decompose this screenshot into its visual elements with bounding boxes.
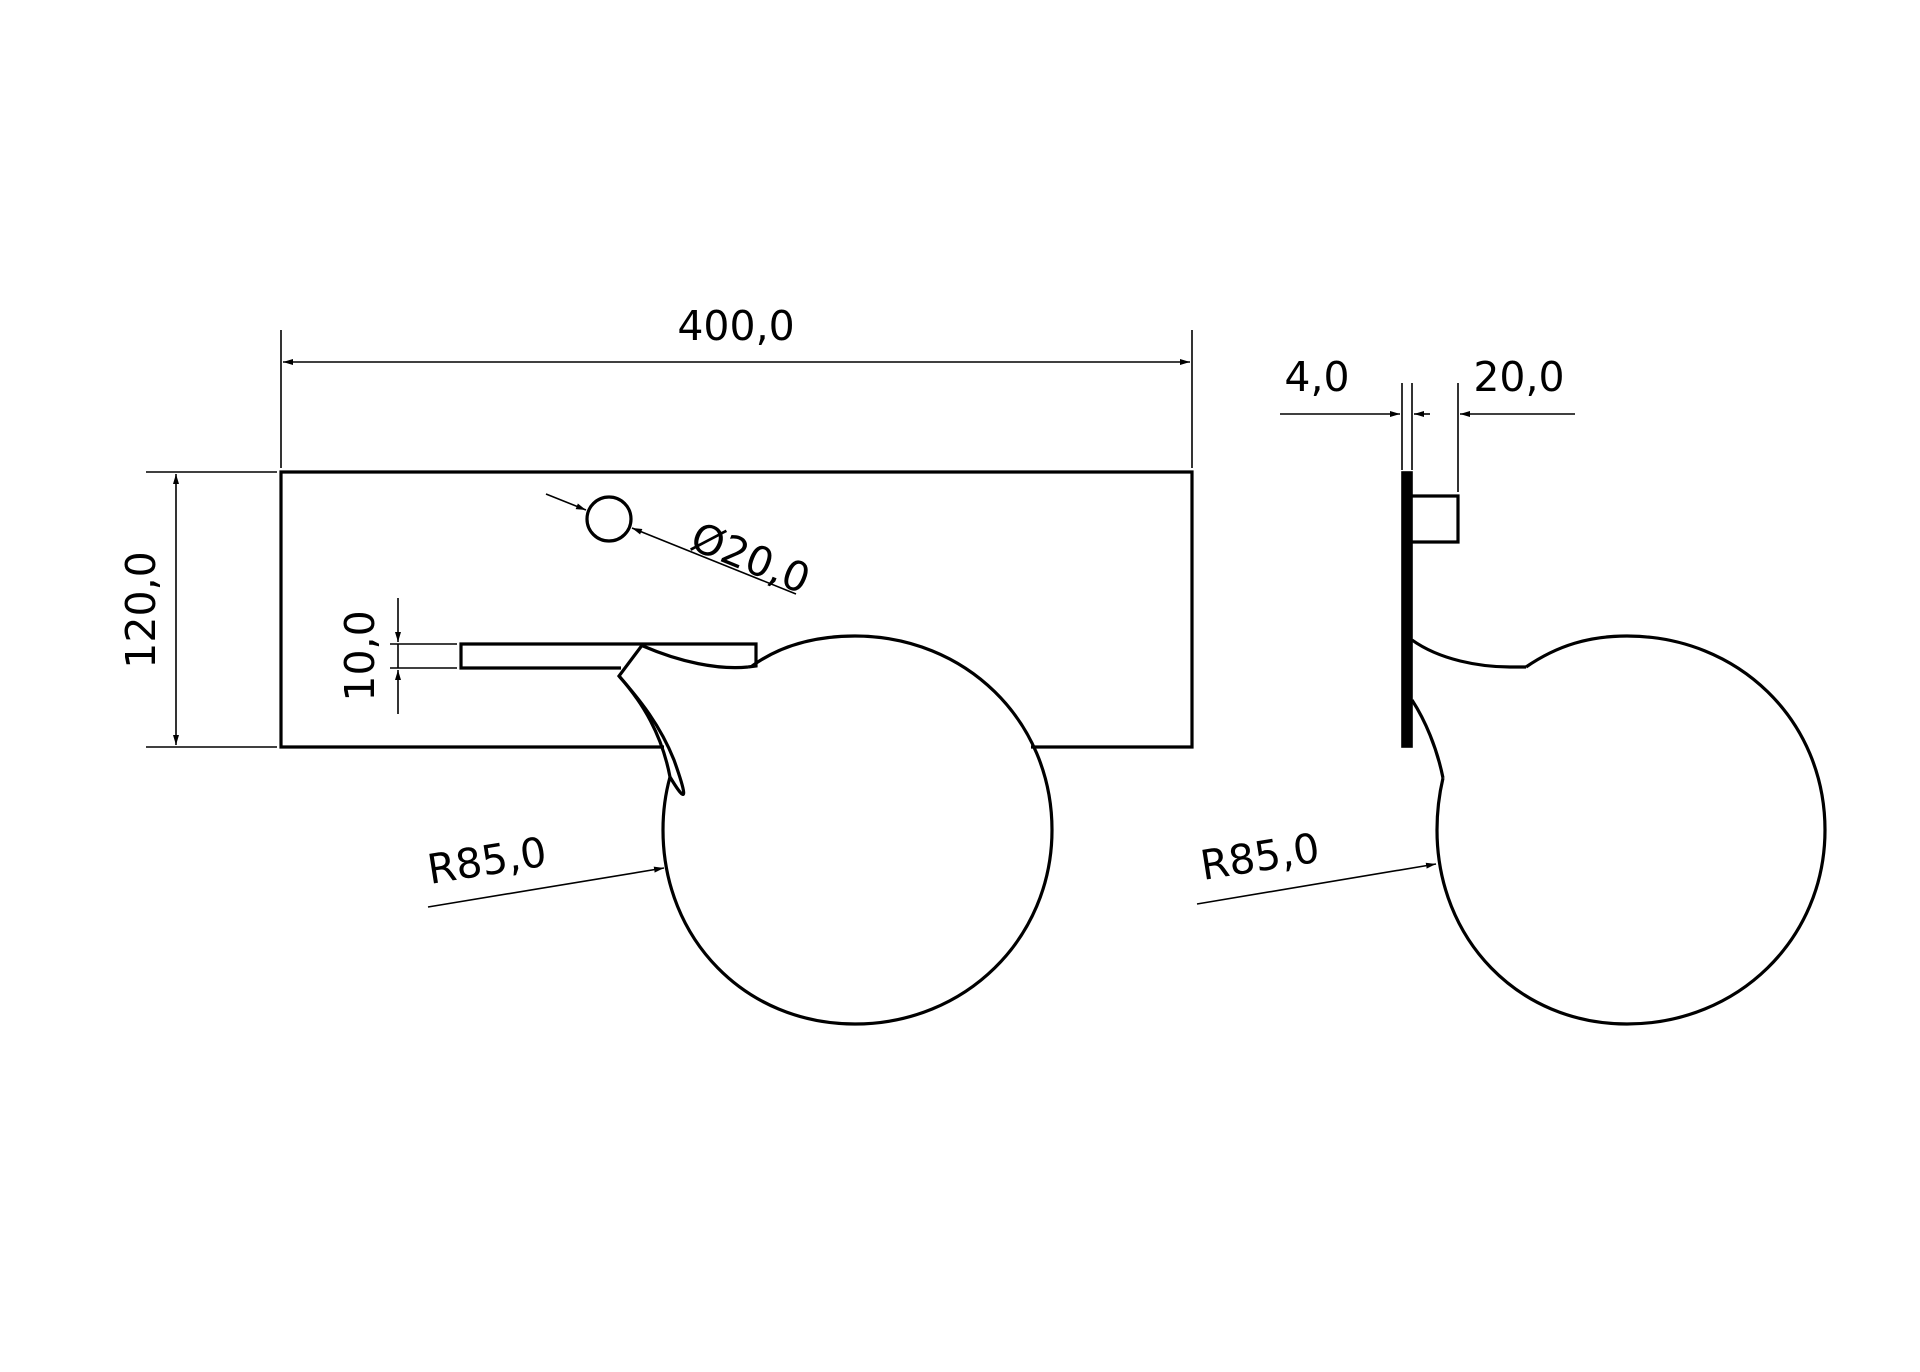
width-label: 400,0 [677,302,794,350]
height-label: 120,0 [117,551,165,668]
side-boss [1412,494,1460,544]
thickness-label: 4,0 [1284,353,1349,401]
side-disc [1435,634,1827,1026]
front-radius-leader [427,866,665,908]
front-slot [459,642,758,670]
depth-label: 20,0 [1473,353,1564,401]
front-view: 400,0 120,0 10,0 Ø20,0 R85,0 [117,302,1194,1026]
hole-leader-left [545,493,587,511]
front-connector [642,644,749,670]
hole-label: Ø20,0 [684,513,817,604]
side-view: 4,0 20,0 R85,0 [1196,353,1827,1026]
front-hole [585,495,633,543]
side-connector-neck [1410,699,1445,779]
slot-label: 10,0 [336,610,384,701]
hole-leader-right [631,527,797,595]
front-radius-label: R85,0 [424,828,550,894]
side-plate [1401,471,1413,748]
front-connector-neck [616,643,686,796]
side-connector [1411,638,1526,669]
front-plate-outline [279,470,1194,749]
front-disc [661,634,1054,1026]
front-disc-neck [617,674,672,778]
side-radius-label: R85,0 [1197,824,1323,890]
side-radius-leader [1196,862,1437,905]
